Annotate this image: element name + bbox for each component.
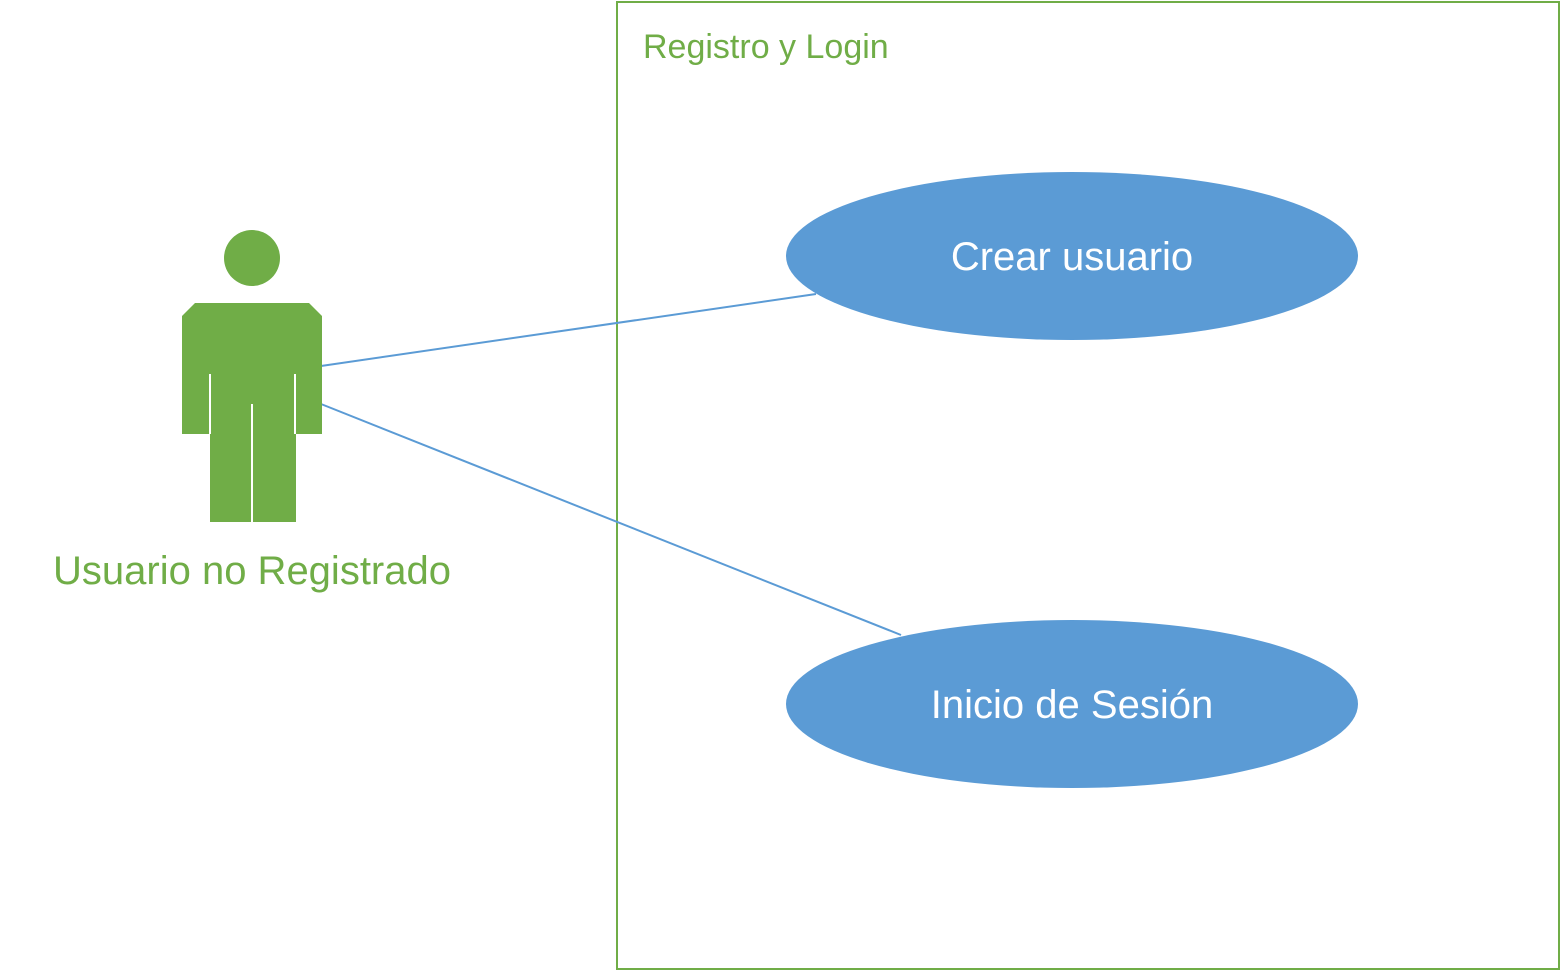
- use-case-label: Inicio de Sesión: [931, 683, 1213, 727]
- use-case-inicio-sesion: Inicio de Sesión: [786, 620, 1358, 788]
- actor-arm-divider-left: [209, 374, 211, 434]
- person-icon: [182, 230, 322, 522]
- use-case-ellipse: [786, 620, 1358, 788]
- actor-leg-divider: [251, 404, 253, 522]
- actor-arm-divider-right: [294, 374, 296, 434]
- actor-head: [224, 230, 280, 286]
- use-case-crear-usuario: Crear usuario: [786, 172, 1358, 340]
- association-line-inicio-sesion: [320, 403, 902, 636]
- association-line-crear-usuario: [320, 293, 817, 367]
- system-boundary: [616, 1, 1560, 970]
- actor-label: Usuario no Registrado: [53, 549, 451, 593]
- use-case-label: Crear usuario: [951, 235, 1193, 279]
- system-title: Registro y Login: [643, 28, 889, 66]
- use-case-ellipse: [786, 172, 1358, 340]
